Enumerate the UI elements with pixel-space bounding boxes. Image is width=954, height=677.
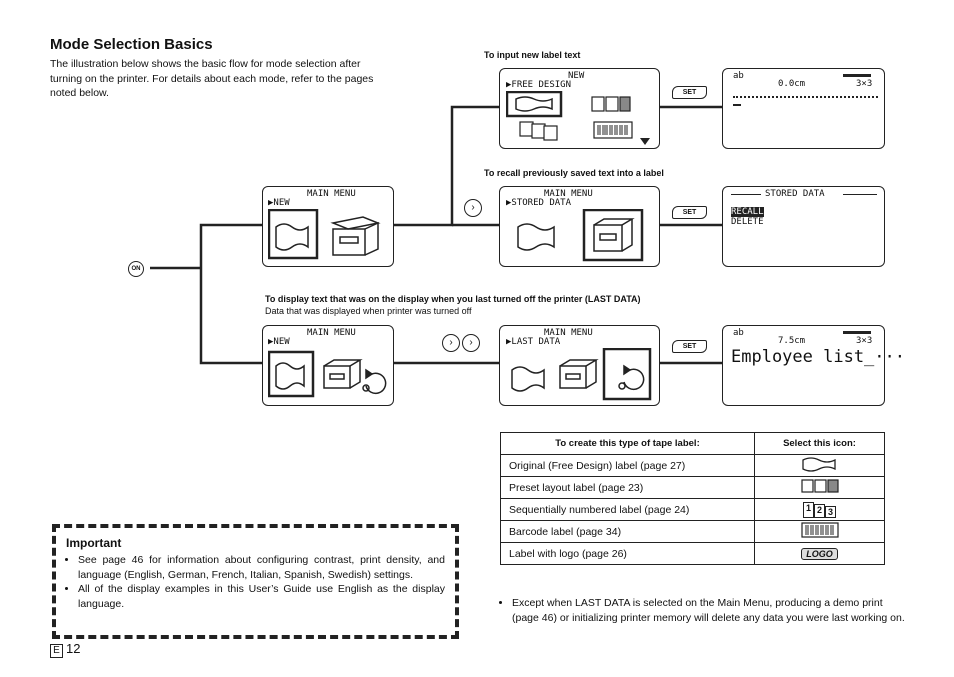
length-readout: 0.0cm: [778, 79, 806, 89]
intro-text: The illustration below shows the basic f…: [50, 58, 374, 99]
stored-data-title: STORED DATA: [765, 189, 825, 199]
folder-icon: [593, 218, 635, 252]
start-menu-screen-bottom: MAIN MENU ▶NEW: [262, 325, 394, 406]
menu-item: ▶LAST DATA: [506, 337, 561, 347]
new-menu-icons: [506, 91, 650, 145]
last-data-frame: [602, 348, 652, 401]
on-key[interactable]: ON: [128, 261, 144, 277]
new-icon: [511, 366, 545, 392]
cursor: [733, 104, 741, 106]
free-design-icon: [801, 457, 836, 472]
last-text: Employee list_···: [731, 347, 905, 367]
new-icon-frame: [268, 209, 319, 260]
folder-icon: [559, 359, 599, 389]
free-design-icon: [515, 96, 553, 112]
input-dots: [733, 96, 878, 98]
delete-option[interactable]: DELETE: [731, 217, 764, 227]
table-row: Sequentially numbered label (page 24) 1 …: [500, 498, 885, 521]
logo-icon: LOGO: [801, 547, 838, 560]
set-key-recall[interactable]: SET: [672, 206, 707, 219]
barcode-icon: [593, 121, 633, 139]
new-icon: [275, 362, 305, 390]
mode-indicator: ab: [733, 71, 744, 81]
free-design-frame: [506, 91, 563, 118]
menu-title: MAIN MENU: [544, 328, 593, 338]
mode-indicator: ab: [733, 328, 744, 338]
last-data-icon: [618, 364, 645, 391]
numbering-icon: [519, 121, 558, 141]
last-data-icon: [362, 368, 387, 395]
set-key-last[interactable]: SET: [672, 340, 707, 353]
menu-item: ▶FREE DESIGN: [506, 80, 572, 90]
table-row: Label with logo (page 26) LOGO: [500, 542, 885, 565]
right-arrow-key-icon[interactable]: ›: [464, 199, 482, 217]
icon-table: To create this type of tape label: Selec…: [500, 432, 885, 565]
menu-title: NEW: [568, 71, 585, 81]
table-header: Select this icon:: [754, 432, 885, 455]
new-input-screen: ab 0.0cm 3×3: [722, 68, 885, 149]
new-icon: [517, 223, 555, 251]
preset-layout-icon: [591, 96, 631, 112]
start-menu-screen-top: MAIN MENU ▶NEW: [262, 186, 394, 267]
page-title: Mode Selection Basics: [50, 36, 213, 53]
right-arrow-key-icon[interactable]: ›: [462, 334, 480, 352]
language-marker: E: [50, 644, 63, 658]
right-arrow-key-icon[interactable]: ›: [442, 334, 460, 352]
important-box: Important See page 46 for information ab…: [52, 524, 459, 639]
important-item: See page 46 for information about config…: [78, 553, 445, 582]
menu-title: MAIN MENU: [307, 328, 356, 338]
important-item: All of the display examples in this User…: [78, 582, 445, 611]
caption-last: To display text that was on the display …: [265, 294, 641, 304]
preset-layout-icon: [800, 479, 839, 493]
new-icon-frame: [268, 350, 315, 398]
memory-note: Except when LAST DATA is selected on the…: [500, 596, 910, 625]
barcode-icon: [800, 522, 839, 538]
menu-item: ▶STORED DATA: [506, 198, 572, 208]
table-row: Barcode label (page 34): [500, 520, 885, 543]
subcaption-last: Data that was displayed when printer was…: [265, 306, 472, 316]
table-row: Preset layout label (page 23): [500, 476, 885, 499]
caption-new: To input new label text: [484, 50, 581, 60]
size-readout: 3×3: [856, 79, 873, 89]
new-menu-screen: NEW ▶FREE DESIGN: [499, 68, 660, 149]
menu-item: ▶NEW: [268, 198, 290, 208]
last-data-screen: ab 7.5cm 3×3 Employee list_···: [722, 325, 905, 406]
table-row: Original (Free Design) label (page 27): [500, 454, 885, 477]
last-data-menu-screen: MAIN MENU ▶LAST DATA: [499, 325, 660, 406]
length-readout: 7.5cm: [778, 336, 806, 346]
size-readout: 3×3: [856, 336, 873, 346]
stored-data-frame: [582, 209, 644, 262]
menu-title: MAIN MENU: [307, 189, 356, 199]
folder-icon: [330, 216, 381, 256]
recall-menu-screen: MAIN MENU ▶STORED DATA: [499, 186, 660, 267]
menu-icons: [268, 209, 381, 260]
recall-menu-icons: [517, 209, 644, 262]
stored-data-screen: STORED DATA RECALL DELETE: [722, 186, 885, 267]
numbering-icon: 1 2 3: [802, 501, 837, 518]
menu-icons: [268, 350, 387, 398]
caption-recall: To recall previously saved text into a l…: [484, 168, 664, 178]
indicator-bar: [843, 331, 871, 334]
table-header: To create this type of tape label:: [500, 432, 755, 455]
new-icon: [275, 223, 309, 251]
important-heading: Important: [66, 536, 122, 550]
last-menu-icons: [511, 348, 652, 401]
set-key-new[interactable]: SET: [672, 86, 707, 99]
indicator-bar: [843, 74, 871, 77]
menu-title: MAIN MENU: [544, 189, 593, 199]
menu-item: ▶NEW: [268, 337, 290, 347]
folder-icon: [323, 359, 363, 389]
recall-option[interactable]: RECALL: [731, 207, 764, 217]
scroll-down-icon: [640, 138, 650, 145]
